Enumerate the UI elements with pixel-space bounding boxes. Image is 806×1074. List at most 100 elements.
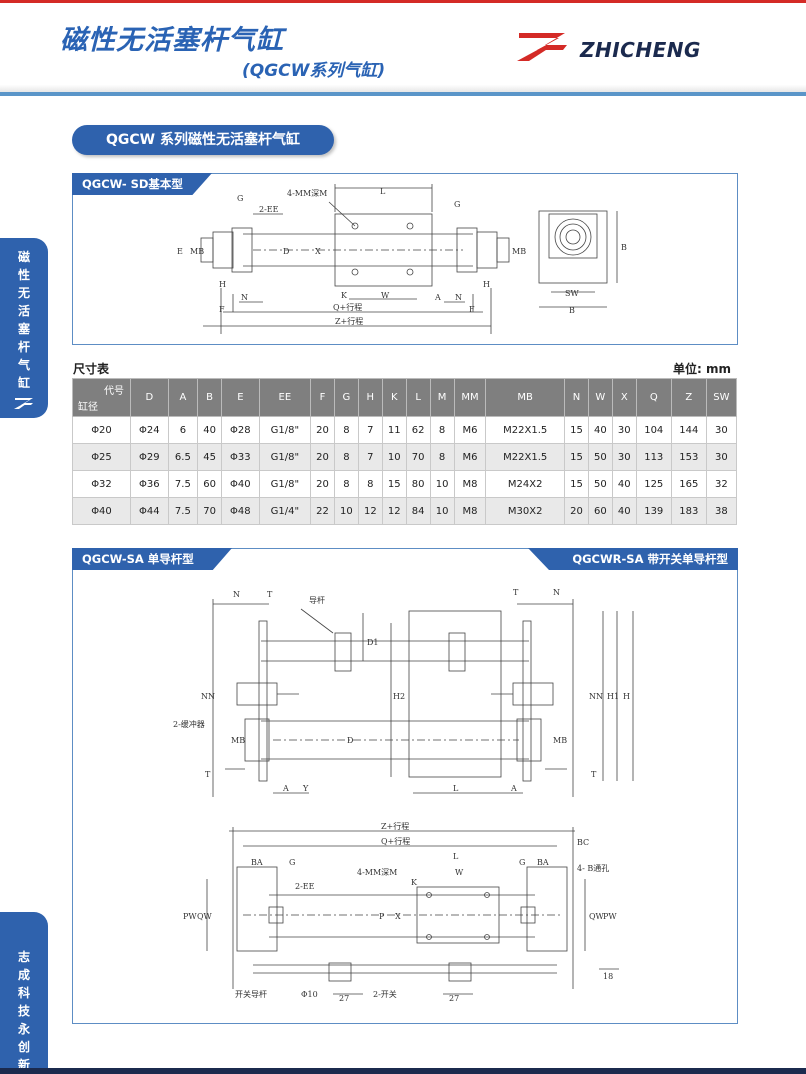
table-cell: 12: [357, 497, 383, 525]
sa-dim-n2: N: [553, 588, 560, 597]
slogan-char: 永: [17, 1022, 30, 1036]
table-unit: 单位: mm: [673, 362, 731, 376]
sa-dim-t: T: [267, 590, 273, 599]
table-cell: 7.5: [167, 497, 199, 525]
sa-dim-a: A: [282, 784, 289, 793]
sd-dim-z: Z+行程: [335, 316, 363, 326]
table-title: 尺寸表: [73, 362, 110, 376]
sa-dim-h2: H2: [393, 692, 405, 701]
table-cell: 139: [635, 497, 672, 525]
table-cell: 8: [333, 443, 359, 471]
sa-dim-mm: 4-MM深M: [357, 868, 397, 877]
table-header-row: 代号 缸径 D A B E EE F G H K L M MM MB N W X…: [72, 378, 738, 417]
page-subtitle: (QGCW系列气缸): [242, 61, 386, 81]
sd-dim-h: H: [219, 280, 226, 289]
sa-dim-nn: NN: [201, 692, 215, 701]
table-cell: 60: [587, 497, 613, 525]
table-cell: Φ36: [130, 470, 169, 498]
sa-dim-27: 27: [339, 994, 349, 1003]
column-header: MM: [453, 378, 487, 417]
table-row: Φ40 Φ44 7.5 70 Φ48 G1/4" 22 10 12 12 84 …: [72, 497, 738, 525]
sa-dim-x: X: [395, 912, 401, 921]
table-cell: 20: [310, 443, 335, 471]
sa-dim-mb: MB: [231, 736, 245, 745]
page-title: 磁性无活塞杆气缸: [60, 25, 284, 56]
table-cell: G1/4": [258, 497, 312, 525]
sa-dim-switch-rod: 开关导杆: [235, 989, 267, 999]
table-cell: Φ32: [72, 470, 131, 498]
sa-dim-t2: T: [513, 588, 519, 597]
sd-dim-h2: H: [483, 280, 490, 289]
sd-label: QGCW- SD基本型: [72, 173, 212, 195]
table-cell: 15: [563, 470, 589, 498]
table-cell: Φ24: [130, 416, 169, 444]
column-header: Q: [635, 378, 672, 417]
column-header: M: [429, 378, 455, 417]
table-cell: 7.5: [167, 470, 199, 498]
sd-dim-b: B: [569, 306, 575, 315]
sa-dim-switch: 2-开关: [373, 989, 397, 999]
slogan-char: 创: [17, 1040, 30, 1054]
table-cell: 11: [381, 416, 407, 444]
sd-dim-f: F: [219, 305, 225, 314]
table-cell: 70: [197, 497, 223, 525]
sd-dim-k: K: [341, 291, 348, 300]
table-cell: 62: [405, 416, 431, 444]
column-header: X: [611, 378, 637, 417]
table-cell: Φ40: [221, 470, 260, 498]
table-cell: 20: [563, 497, 589, 525]
sa-dim-ba2: BA: [537, 858, 549, 867]
header-red-line: [0, 0, 806, 3]
table-cell: 7: [357, 443, 383, 471]
sd-dim-mb2: MB: [512, 247, 526, 256]
table-cell: 10: [333, 497, 359, 525]
table-cell: 7: [357, 416, 383, 444]
sa-dim-y: Y: [302, 784, 309, 793]
sd-dim-n: N: [241, 293, 248, 302]
table-cell: 12: [381, 497, 407, 525]
table-cell: 10: [381, 443, 407, 471]
sa-dim-h: H: [623, 692, 630, 701]
sd-dim-b2: B: [621, 243, 627, 252]
table-cell: 50: [587, 470, 613, 498]
table-cell: Φ29: [130, 443, 169, 471]
table-corner-header: 代号 缸径: [72, 378, 131, 417]
table-cell: 70: [405, 443, 431, 471]
sa-drawing-box: QGCW-SA 单导杆型 QGCWR-SA 带开关单导杆型: [72, 548, 738, 1024]
table-cell: 104: [635, 416, 672, 444]
table-cell: 153: [670, 443, 707, 471]
slogan-char: 志: [17, 950, 30, 964]
sd-dim-l: L: [380, 187, 386, 196]
column-header: H: [357, 378, 383, 417]
table-cell: 22: [310, 497, 335, 525]
table-cell: G1/8": [258, 443, 312, 471]
side-char: 磁: [17, 250, 30, 264]
table-cell: 8: [357, 470, 383, 498]
table-cell: 84: [405, 497, 431, 525]
column-header: E: [221, 378, 260, 417]
sa-dim-nn2: NN: [589, 692, 603, 701]
sa-label: QGCW-SA 单导杆型: [72, 548, 232, 570]
column-header: F: [310, 378, 335, 417]
slogan-char: 技: [17, 1004, 30, 1018]
page-footer-bar: [0, 1068, 806, 1074]
brand-name: ZHICHENG: [580, 38, 701, 62]
column-header: K: [381, 378, 407, 417]
table-cell: Φ25: [72, 443, 131, 471]
sa-dim-guide: 导杆: [309, 595, 325, 605]
sa-dim-bc: BC: [577, 838, 589, 847]
page-header: 磁性无活塞杆气缸 (QGCW系列气缸) ZHICHENG: [0, 0, 806, 96]
sa-dim-pw2: PW: [603, 912, 617, 921]
column-header: EE: [258, 378, 312, 417]
sd-dim-mb: MB: [190, 247, 204, 256]
side-char: 活: [17, 304, 30, 318]
table-cell: 10: [429, 470, 455, 498]
table-cell: M6: [453, 416, 487, 444]
table-row: Φ32 Φ36 7.5 60 Φ40 G1/8" 20 8 8 15 80 10…: [72, 470, 738, 498]
sd-drawing-box: QGCW- SD基本型: [72, 173, 738, 345]
brand-logo-icon: [517, 33, 567, 61]
side-char: 无: [17, 286, 30, 300]
sa-dim-z: Z+行程: [381, 821, 409, 831]
table-cell: G1/8": [258, 470, 312, 498]
table-cell: 60: [197, 470, 223, 498]
